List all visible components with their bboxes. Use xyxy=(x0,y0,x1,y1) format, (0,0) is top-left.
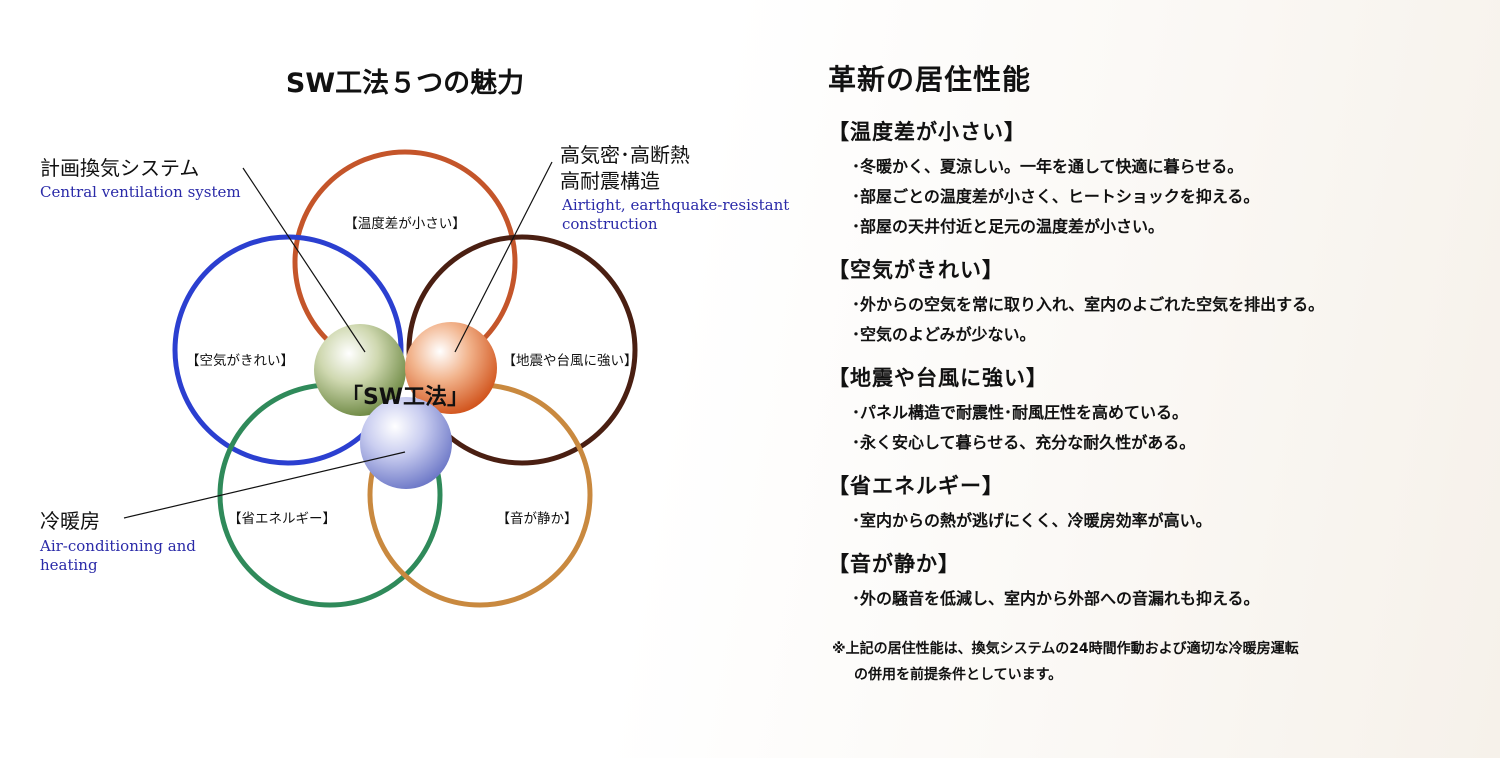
center-label: 「SW工法」 xyxy=(341,385,469,410)
callout-airtight-jp-1: 高気密･高断熱 xyxy=(560,143,690,167)
bullet-list: ･冬暖かく、夏涼しい。一年を通して快適に暮らせる。 ･部屋ごとの温度差が小さく、… xyxy=(828,152,1488,242)
callout-line-ventilation xyxy=(242,167,366,353)
bullet-list: ･外からの空気を常に取り入れ、室内のよごれた空気を排出する。 ･空気のよどみが少… xyxy=(828,290,1488,350)
bullet-item: ･外からの空気を常に取り入れ、室内のよごれた空気を排出する。 xyxy=(852,295,1325,314)
bullet-item: ･部屋の天井付近と足元の温度差が小さい。 xyxy=(852,217,1165,236)
callout-airtight-en-1: Airtight, earthquake-resistant xyxy=(561,196,789,214)
bullet-list: ･パネル構造で耐震性･耐風圧性を高めている。 ･永く安心して暮らせる、充分な耐久… xyxy=(828,398,1488,458)
section-heading: 【地震や台風に強い】 xyxy=(828,366,1048,390)
petal-label-earthquake: 【地震や台風に強い】 xyxy=(503,353,638,369)
performance-panel: 革新の居住性能 【温度差が小さい】 ･冬暖かく、夏涼しい。一年を通して快適に暮ら… xyxy=(828,58,1488,688)
section-earthquake: 【地震や台風に強い】 ･パネル構造で耐震性･耐風圧性を高めている。 ･永く安心し… xyxy=(828,362,1488,458)
five-attractions-diagram: SW工法５つの魅力 【温度差が小さい】 【空気がきれい】 【地震や台風に強い】 … xyxy=(39,68,789,608)
footnote-line-2: の併用を前提条件としています。 xyxy=(854,667,1063,683)
callout-hvac-en-1: Air-conditioning and xyxy=(39,537,196,555)
sphere-hvac xyxy=(360,397,452,489)
footnote: ※上記の居住性能は、換気システムの24時間作動および適切な冷暖房運転 の併用を前… xyxy=(828,636,1488,688)
section-energy: 【省エネルギー】 ･室内からの熱が逃げにくく、冷暖房効率が高い。 xyxy=(828,470,1488,536)
section-quiet: 【音が静か】 ･外の騒音を低減し、室内から外部への音漏れも抑える。 xyxy=(828,548,1488,614)
bullet-item: ･室内からの熱が逃げにくく、冷暖房効率が高い。 xyxy=(852,511,1212,530)
callout-airtight-jp-2: 高耐震構造 xyxy=(560,169,660,193)
bullet-item: ･永く安心して暮らせる、充分な耐久性がある。 xyxy=(852,433,1196,452)
sphere-airtight xyxy=(405,322,497,414)
callout-line-hvac xyxy=(123,451,406,519)
petal-label-temperature: 【温度差が小さい】 xyxy=(344,216,466,232)
performance-title: 革新の居住性能 xyxy=(828,63,1032,96)
petal-label-energy: 【省エネルギー】 xyxy=(228,511,336,527)
bullet-item: ･部屋ごとの温度差が小さく、ヒートショックを抑える。 xyxy=(852,187,1260,206)
diagram-title: SW工法５つの魅力 xyxy=(286,68,524,99)
section-air: 【空気がきれい】 ･外からの空気を常に取り入れ、室内のよごれた空気を排出する。 … xyxy=(828,254,1488,350)
bullet-item: ･空気のよどみが少ない。 xyxy=(852,325,1036,344)
callout-hvac-en-2: heating xyxy=(40,556,98,574)
section-heading: 【省エネルギー】 xyxy=(828,474,1004,498)
callout-hvac-jp: 冷暖房 xyxy=(40,509,100,533)
bullet-list: ･室内からの熱が逃げにくく、冷暖房効率が高い。 xyxy=(828,506,1488,536)
section-heading: 【空気がきれい】 xyxy=(828,258,1004,282)
section-heading: 【温度差が小さい】 xyxy=(828,120,1026,144)
callout-ventilation-en: Central ventilation system xyxy=(40,183,241,201)
bullet-item: ･パネル構造で耐震性･耐風圧性を高めている。 xyxy=(852,403,1189,422)
petal-label-quiet: 【音が静か】 xyxy=(497,510,578,527)
callout-airtight-en-2: construction xyxy=(562,215,658,233)
bullet-item: ･外の騒音を低減し、室内から外部への音漏れも抑える。 xyxy=(852,589,1260,608)
section-temperature: 【温度差が小さい】 ･冬暖かく、夏涼しい。一年を通して快適に暮らせる。 ･部屋ご… xyxy=(828,116,1488,242)
callout-ventilation-jp: 計画換気システム xyxy=(40,156,199,180)
bullet-list: ･外の騒音を低減し、室内から外部への音漏れも抑える。 xyxy=(828,584,1488,614)
petal-label-air: 【空気がきれい】 xyxy=(186,353,294,369)
bullet-item: ･冬暖かく、夏涼しい。一年を通して快適に暮らせる。 xyxy=(852,157,1244,176)
callout-line-airtight xyxy=(454,161,553,353)
sphere-ventilation xyxy=(314,324,406,416)
section-heading: 【音が静か】 xyxy=(828,552,960,576)
footnote-line-1: ※上記の居住性能は、換気システムの24時間作動および適切な冷暖房運転 xyxy=(832,641,1299,657)
